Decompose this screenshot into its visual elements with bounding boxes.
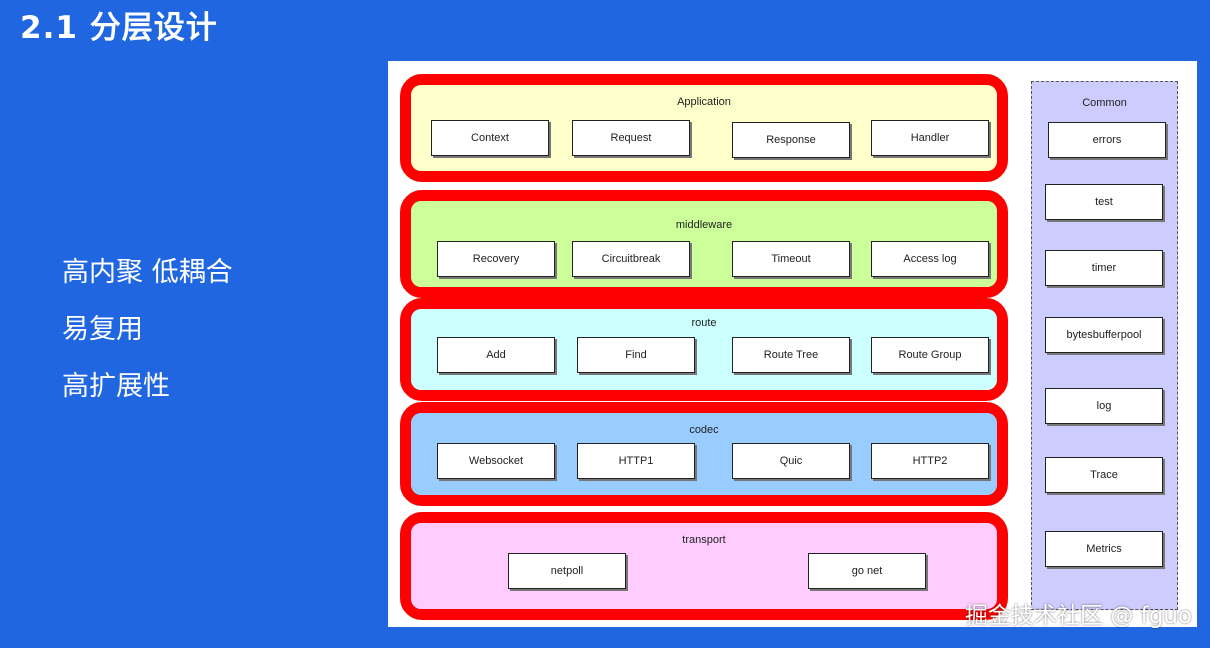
component-box: Websocket [437, 443, 555, 479]
component-box: Find [577, 337, 695, 373]
layer-route: route Add Find Route Tree Route Group [400, 298, 1008, 401]
watermark-text: 掘金技术社区 @ fguo [965, 603, 1192, 629]
layer-route-label: route [691, 317, 717, 329]
bullet-list: 高内聚 低耦合 易复用 高扩展性 [62, 254, 233, 425]
layer-codec: codec Websocket HTTP1 Quic HTTP2 [400, 402, 1008, 506]
common-box: bytesbufferpool [1045, 317, 1163, 353]
component-box: Request [572, 120, 690, 156]
bullet-item: 高内聚 低耦合 [62, 257, 233, 288]
layer-transport-label: transport [682, 534, 726, 546]
component-box: Route Group [871, 337, 989, 373]
component-box: Timeout [732, 241, 850, 277]
component-box: netpoll [508, 553, 626, 589]
layer-transport: transport netpoll go net [400, 512, 1008, 620]
layer-middleware-label: middleware [675, 219, 733, 231]
component-box: Add [437, 337, 555, 373]
component-box: Route Tree [732, 337, 850, 373]
component-box: HTTP1 [577, 443, 695, 479]
common-box: timer [1045, 250, 1163, 286]
component-box: Quic [732, 443, 850, 479]
bullet-item: 高扩展性 [62, 371, 170, 402]
component-box: Recovery [437, 241, 555, 277]
common-box: Trace [1045, 457, 1163, 493]
component-box: Response [732, 122, 850, 158]
layer-middleware: middleware Recovery Circuitbreak Timeout… [400, 190, 1008, 298]
common-box: test [1045, 184, 1163, 220]
component-box: HTTP2 [871, 443, 989, 479]
layer-codec-label: codec [689, 424, 719, 436]
component-box: Handler [871, 120, 989, 156]
common-label: Common [1082, 97, 1127, 109]
slide-title: 2.1 分层设计 [20, 10, 218, 46]
component-box: Access log [871, 241, 989, 277]
layer-application-label: Application [677, 96, 731, 108]
layer-application: Application Context Request Response Han… [400, 74, 1008, 182]
common-box: log [1045, 388, 1163, 424]
bullet-item: 易复用 [62, 314, 143, 345]
component-box: go net [808, 553, 926, 589]
architecture-diagram: Application Context Request Response Han… [388, 61, 1197, 627]
common-box: errors [1048, 122, 1166, 158]
common-box: Metrics [1045, 531, 1163, 567]
common-panel: Common errors test timer bytesbufferpool… [1031, 81, 1178, 610]
component-box: Context [431, 120, 549, 156]
component-box: Circuitbreak [572, 241, 690, 277]
